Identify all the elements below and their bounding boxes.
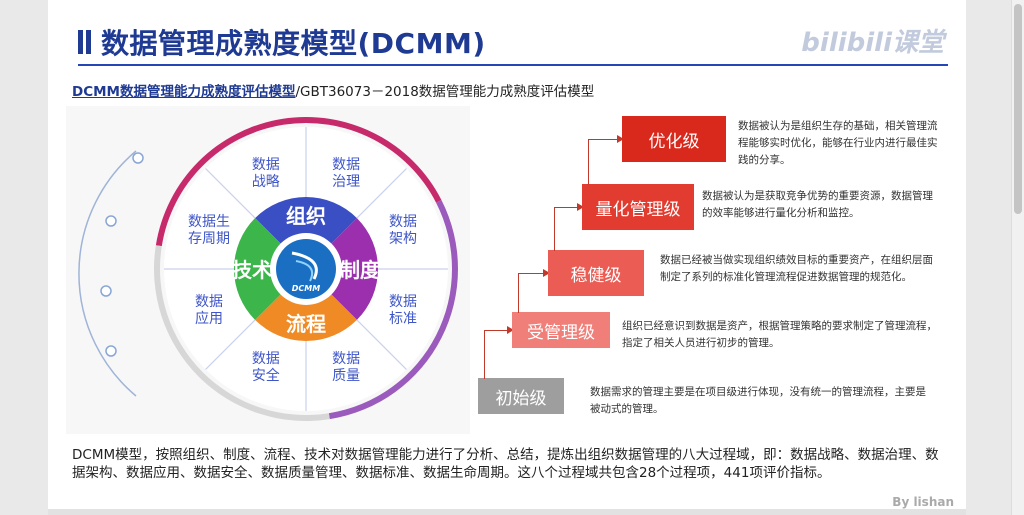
document-margin-left <box>0 0 48 515</box>
dcmm-wheel-panel: 数据战略数据治理数据架构数据标准数据质量数据安全数据应用数据生存周期组织制度流程… <box>66 106 474 434</box>
scrollbar-thumb[interactable] <box>1014 4 1022 214</box>
subtitle-rest: /GBT36073－2018数据管理能力成熟度评估模型 <box>295 84 595 100</box>
byline: By lishan <box>892 495 954 509</box>
maturity-level-box: 初始级 <box>478 378 564 414</box>
wheel-outer-label-line: 存周期 <box>188 231 230 247</box>
footer-description: DCMM模型，按照组织、制度、流程、技术对数据管理能力进行了分析、总结，提炼出组… <box>72 447 939 481</box>
maturity-level-description: 组织已经意识到数据是资产，根据管理策略的要求制定了管理流程，指定了相关人员进行初… <box>622 320 937 349</box>
segment-divider <box>356 319 407 370</box>
maturity-level-box: 稳健级 <box>548 250 644 296</box>
decor-dot <box>100 285 112 297</box>
wheel-inner-segment <box>331 218 378 320</box>
wheel-inner-label: 组织 <box>286 204 326 228</box>
title-divider <box>78 64 948 66</box>
wheel-inner-label: 制度 <box>340 258 381 282</box>
bottom-strip <box>48 509 966 515</box>
maturity-level-description: 数据已经被当做实现组织绩效目标的重要资产，在组织层面制定了系列的标准化管理流程促… <box>660 254 933 283</box>
title-bars-icon <box>78 30 91 54</box>
wheel-outer-label-line: 安全 <box>252 367 280 384</box>
slide-title: 数据管理成熟度模型(DCMM) <box>101 27 486 60</box>
wheel-outer-label-line: 战略 <box>252 174 280 190</box>
wheel-outer-label: 数据标准 <box>389 294 417 327</box>
dcmm-wheel-diagram: 数据战略数据治理数据架构数据标准数据质量数据安全数据应用数据生存周期组织制度流程… <box>78 117 458 421</box>
wheel-inner-label: 技术 <box>232 258 272 282</box>
wheel-outer-label-line: 架构 <box>389 231 417 247</box>
wheel-outer-label-line: 数据 <box>252 157 280 173</box>
dcmm-logo-swoosh <box>291 251 318 280</box>
level-up-arrow <box>588 135 624 185</box>
maturity-level-box: 量化管理级 <box>582 184 694 230</box>
dcmm-logo-text: DCMM <box>292 284 320 293</box>
maturity-level-box: 受管理级 <box>512 312 610 348</box>
decor-dot <box>105 215 117 227</box>
wheel-outer-label-line: 数据生 <box>188 214 230 230</box>
segment-divider <box>205 168 256 219</box>
wheel-outer-label: 数据安全 <box>252 351 280 384</box>
maturity-levels-panel: 初始级数据需求的管理主要是在项目级进行体现，没有统一的管理流程，主要是被动式的管… <box>470 106 950 434</box>
level-up-arrow <box>554 203 584 251</box>
wheel-outer-label: 数据战略 <box>252 157 280 190</box>
bilibili-watermark: bilibili课堂 <box>801 28 944 58</box>
maturity-level-description: 数据需求的管理主要是在项目级进行体现，没有统一的管理流程，主要是被动式的管理。 <box>590 386 926 415</box>
maturity-level-description: 数据被认为是获取竞争优势的重要资源，数据管理的效率能够进行量化分析和监控。 <box>702 190 933 219</box>
level-up-arrow <box>484 326 514 379</box>
segment-divider <box>205 319 256 370</box>
wheel-outer-label-line: 数据 <box>252 351 280 367</box>
slide-subtitle: DCMM数据管理能力成熟度评估模型/GBT36073－2018数据管理能力成熟度… <box>72 80 594 100</box>
wheel-outer-label-line: 数据 <box>332 157 360 173</box>
wheel-outer-label: 数据质量 <box>332 351 360 384</box>
wheel-inner-segment <box>255 294 357 341</box>
dcmm-logo-swoosh <box>295 260 314 282</box>
wheel-outer-label-line: 数据 <box>332 351 360 367</box>
outer-rim-right <box>328 199 458 420</box>
wheel-outer-label-line: 质量 <box>332 368 360 384</box>
wheel-outer-label-line: 数据 <box>389 214 417 230</box>
decor-dot <box>132 152 144 164</box>
wheel-outer-label-line: 治理 <box>332 174 360 190</box>
decor-dot <box>105 345 117 357</box>
segment-divider <box>356 168 407 219</box>
level-up-arrow <box>518 269 550 313</box>
slide: 数据管理成熟度模型(DCMM) bilibili课堂 DCMM数据管理能力成熟度… <box>48 0 966 515</box>
wheel-outer-label-line: 数据 <box>195 294 223 310</box>
wheel-outer-label-line: 标准 <box>389 311 417 327</box>
wheel-outer-label: 数据治理 <box>332 157 360 190</box>
maturity-level-box: 优化级 <box>622 116 726 162</box>
wheel-inner-segment <box>255 197 357 244</box>
title-bar: 数据管理成熟度模型(DCMM) <box>78 22 486 62</box>
wheel-outer-label: 数据架构 <box>389 214 417 247</box>
wheel-inner-segment <box>234 218 281 320</box>
maturity-level-description: 数据被认为是组织生存的基础，相关管理流程能够实时优化，能够在行业内进行最佳实践的… <box>738 120 938 166</box>
wheel-group: 数据战略数据治理数据架构数据标准数据质量数据安全数据应用数据生存周期组织制度流程… <box>154 117 458 421</box>
subtitle-link[interactable]: DCMM数据管理能力成熟度评估模型 <box>72 84 296 100</box>
wheel-outer-label-line: 应用 <box>195 310 223 327</box>
wheel-outer-label-line: 数据 <box>389 294 417 310</box>
wheel-outer-label: 数据生存周期 <box>188 214 230 247</box>
wheel-outer-label: 数据应用 <box>195 294 223 327</box>
decor-arc-left <box>78 150 137 397</box>
wheel-inner-label: 流程 <box>286 312 326 336</box>
dcmm-logo-icon <box>276 239 336 299</box>
scrollbar[interactable] <box>1011 0 1024 515</box>
